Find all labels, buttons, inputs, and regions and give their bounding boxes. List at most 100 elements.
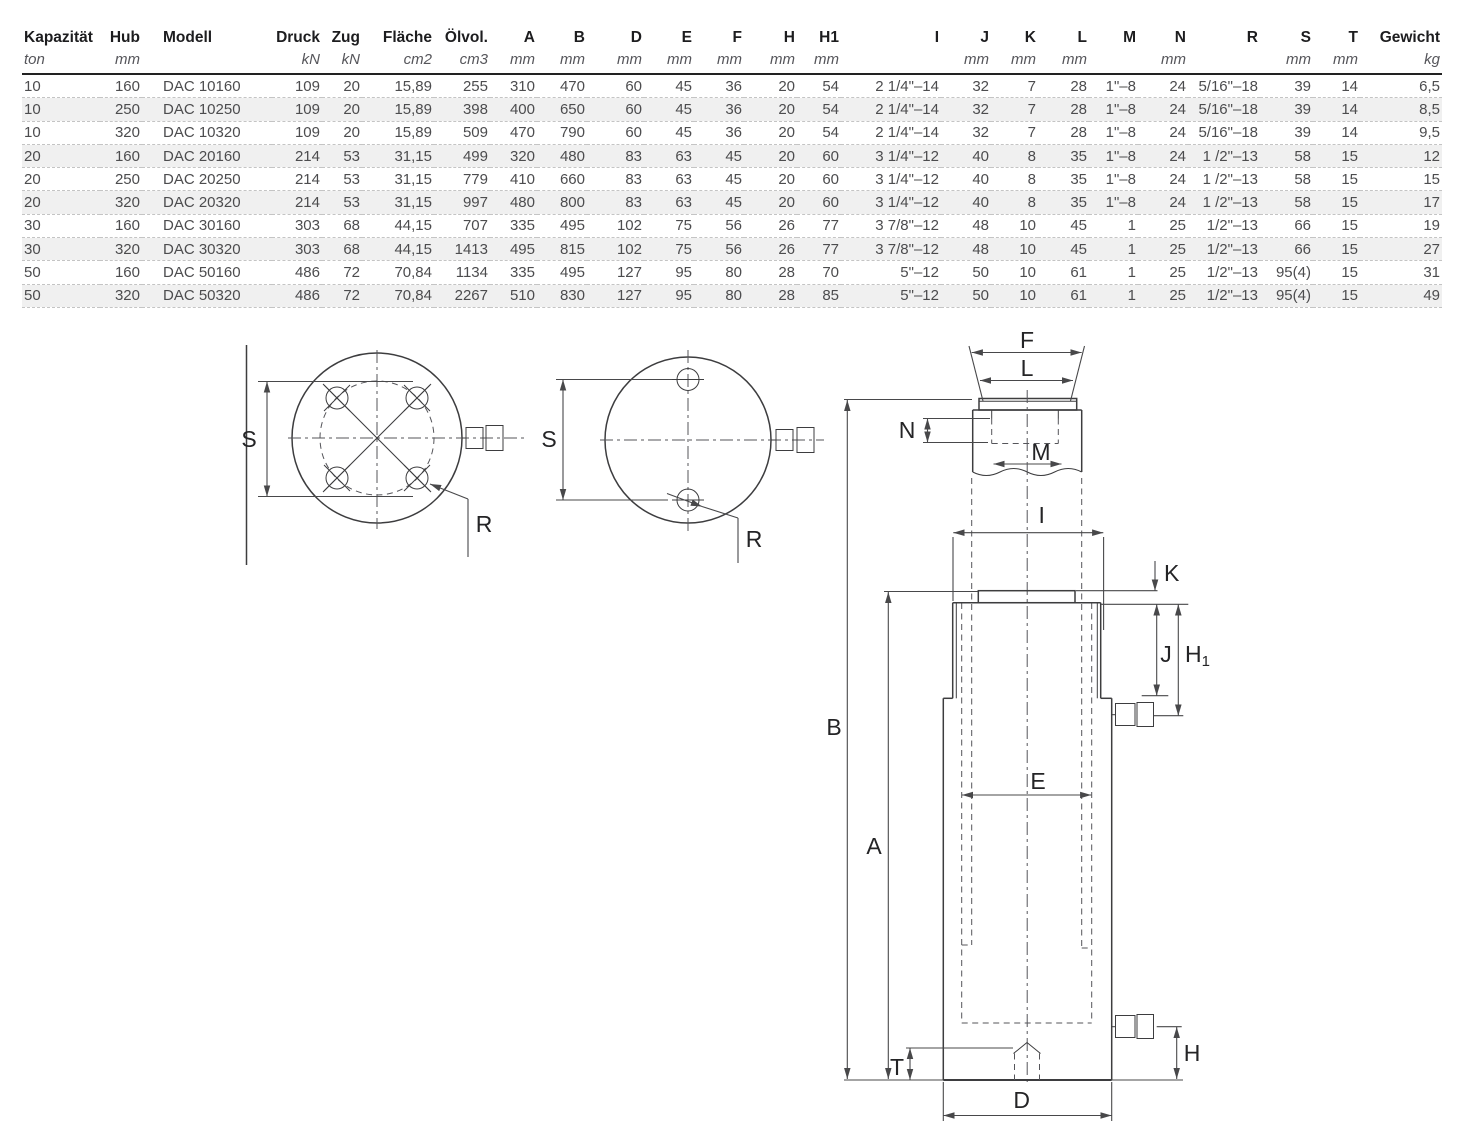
cell: 45 (725, 170, 742, 188)
cell: 24 (1169, 77, 1186, 95)
cell: 160 (114, 77, 140, 95)
cell: 20 (343, 124, 360, 142)
cell: 830 (559, 287, 585, 305)
cell: 250 (114, 100, 140, 118)
cell: 1 (1127, 240, 1136, 258)
cell: 68 (343, 217, 360, 235)
cell: 35 (1070, 194, 1087, 212)
port-fitting-mid-view (771, 427, 815, 453)
cell: 707 (462, 217, 488, 235)
cell: 36 (725, 100, 742, 118)
cell: 3 1/4"–12 (875, 170, 939, 188)
cell: 31,15 (394, 194, 432, 212)
lower-port-fitting (1111, 1014, 1154, 1039)
cell: 53 (343, 170, 360, 188)
cell: 32 (972, 124, 989, 142)
cylinder-technical-drawing: S R S (241, 327, 1210, 1121)
cell: 1"–8 (1105, 100, 1136, 118)
cell: 5"–12 (900, 264, 939, 282)
dim-label-l: L (1021, 355, 1034, 381)
col-unit-13: mm (814, 51, 839, 68)
cell: 54 (822, 100, 839, 118)
cell: 56 (725, 217, 742, 235)
cell: 61 (1070, 287, 1087, 305)
cell: 20 (24, 170, 41, 188)
cell: 495 (559, 217, 585, 235)
cell: 510 (509, 287, 535, 305)
cell: 36 (725, 124, 742, 142)
cell: 410 (509, 170, 535, 188)
cell: 109 (294, 124, 320, 142)
cell: 77 (822, 217, 839, 235)
cell: 28 (1070, 124, 1087, 142)
cell: 50 (972, 264, 989, 282)
cell: 10 (1019, 287, 1036, 305)
cell: 80 (725, 287, 742, 305)
cell: 36 (725, 77, 742, 95)
cell: 160 (114, 147, 140, 165)
cell: 15 (1423, 170, 1440, 188)
col-header-3: Druck (276, 29, 320, 46)
col-header-20: R (1246, 29, 1258, 46)
cell: 28 (778, 264, 795, 282)
cell: 3 1/4"–12 (875, 147, 939, 165)
cell: 127 (616, 287, 642, 305)
cell: 70,84 (394, 287, 432, 305)
cell: 30 (24, 217, 41, 235)
cell: 19 (1423, 217, 1440, 235)
cell: 997 (462, 194, 488, 212)
cell: 1/2"–13 (1206, 240, 1258, 258)
cell: 15 (1341, 147, 1358, 165)
cell: 800 (559, 194, 585, 212)
cell: DAC 10160 (163, 77, 241, 95)
cell: 8 (1027, 147, 1036, 165)
cell: 480 (509, 194, 535, 212)
col-header-8: B (573, 29, 585, 46)
col-unit-2 (142, 48, 272, 74)
cell: 15,89 (394, 124, 432, 142)
col-unit-1: mm (115, 51, 140, 68)
cell: 10 (24, 124, 41, 142)
cell: DAC 30160 (163, 217, 241, 235)
cell: 480 (559, 147, 585, 165)
cell: 5/16"–18 (1198, 77, 1258, 95)
cell: 7 (1027, 77, 1036, 95)
cell: 10 (1019, 217, 1036, 235)
col-unit-18 (1089, 48, 1138, 74)
cell: 20 (343, 100, 360, 118)
col-unit-5: cm2 (403, 51, 432, 68)
cell: 27 (1423, 240, 1440, 258)
cell: 255 (462, 77, 488, 95)
col-header-21: S (1300, 29, 1311, 46)
cell: 470 (509, 124, 535, 142)
cell: 95(4) (1275, 287, 1311, 305)
cylinder-side-view: F L N M I (826, 327, 1210, 1121)
cell: 45 (1070, 240, 1087, 258)
cell: 95 (675, 264, 692, 282)
dim-label-k: K (1164, 560, 1180, 586)
cell: 35 (1070, 170, 1087, 188)
col-header-5: Fläche (382, 29, 432, 46)
dim-label-r-mid: R (746, 526, 763, 552)
col-header-2: Modell (163, 29, 213, 46)
cell: 53 (343, 147, 360, 165)
cell: 1/2"–13 (1206, 217, 1258, 235)
cell: 48 (972, 217, 989, 235)
cell: 25 (1169, 287, 1186, 305)
cell: 40 (972, 147, 989, 165)
cell: 509 (462, 124, 488, 142)
cell: 45 (725, 147, 742, 165)
col-header-0: Kapazität (24, 29, 93, 46)
cell: 17 (1423, 194, 1440, 212)
cell: 1 (1127, 264, 1136, 282)
col-unit-23: kg (1424, 51, 1440, 68)
col-unit-0: ton (24, 51, 45, 68)
cell: 6,5 (1419, 77, 1440, 95)
cell: 320 (509, 147, 535, 165)
dim-label-a: A (866, 833, 882, 859)
cell: 7 (1027, 100, 1036, 118)
cell: 1 /2"–13 (1202, 170, 1258, 188)
